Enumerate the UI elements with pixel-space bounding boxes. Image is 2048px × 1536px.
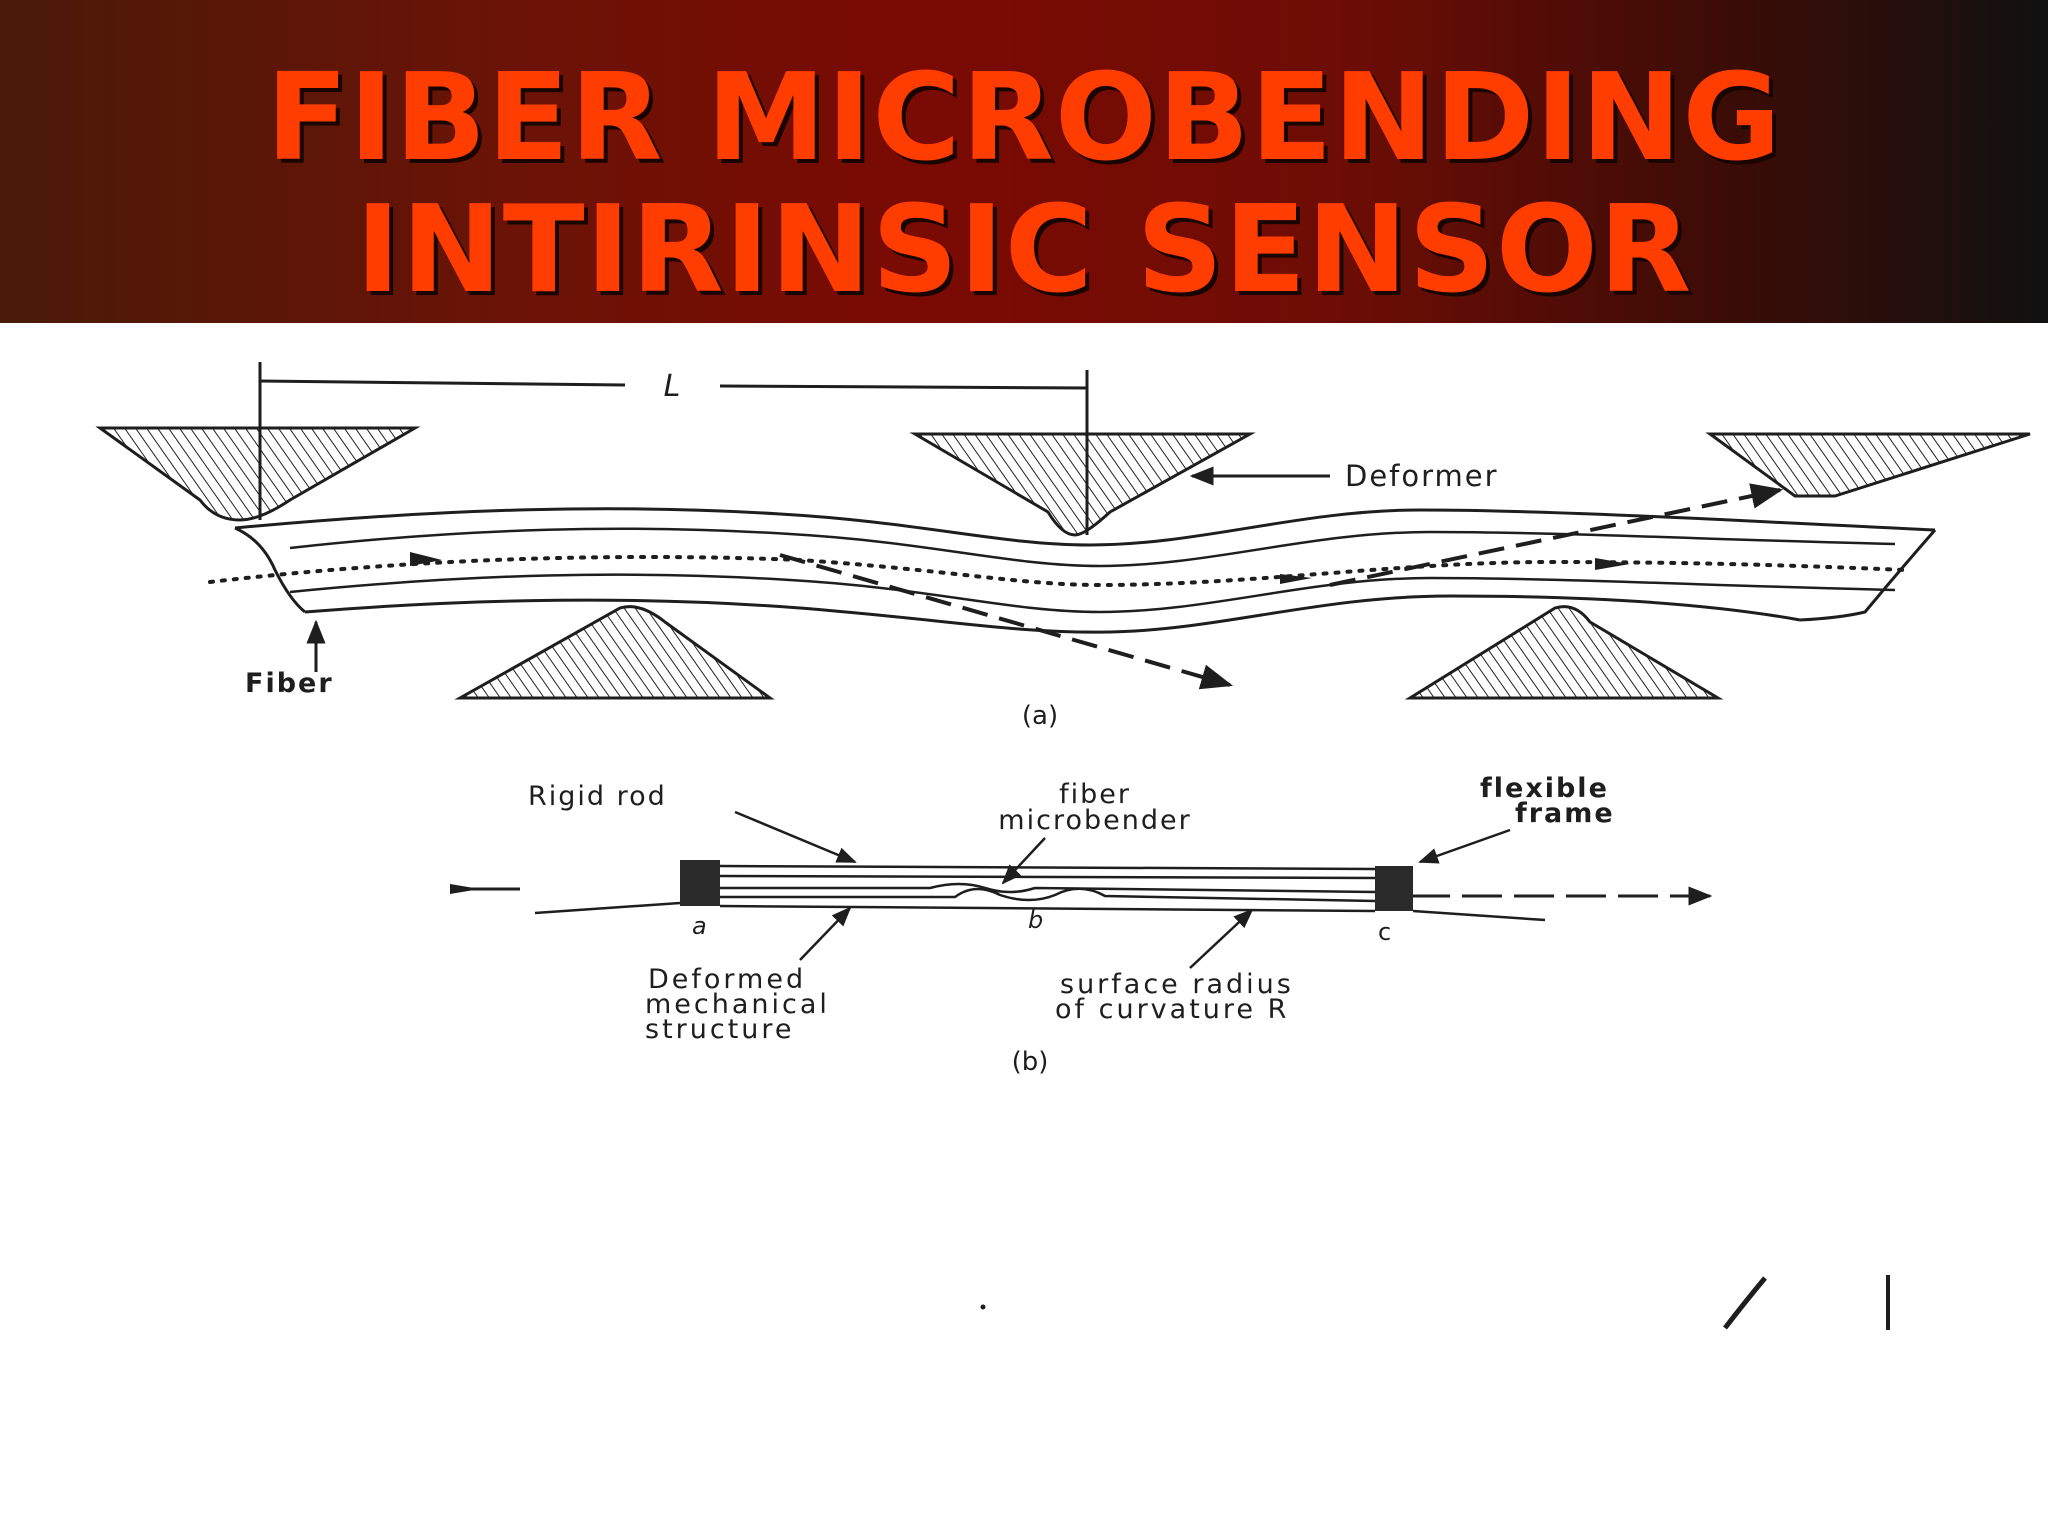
deformed-structure-label-line-3: structure <box>645 1014 795 1045</box>
microbending-diagram: L Deformer Fiber (a) a b c <box>95 362 2031 1330</box>
deformer-bottom-left <box>454 605 775 700</box>
length-label: L <box>664 369 681 404</box>
lost-ray-dashed <box>779 553 1234 690</box>
flexible-frame-left-block <box>680 860 720 906</box>
figure-b: a b c Rigid rod fiber microbender flexib… <box>450 773 1713 1077</box>
figure-a: L Deformer Fiber (a) <box>95 362 2031 731</box>
figure-b-caption: (b) <box>1012 1047 1049 1077</box>
surface-radius-label-line-2: of curvature R <box>1055 994 1289 1025</box>
surface-radius-label-line-1: surface radius <box>1060 969 1294 1000</box>
fiber-microbender-label-line-1: fiber <box>1059 779 1131 810</box>
slide-header: FIBER MICROBENDING INTIRINSIC SENSOR <box>0 0 2048 323</box>
rigid-rod-label: Rigid rod <box>528 781 667 812</box>
deformer-top-right <box>1705 432 2031 498</box>
point-c-label: c <box>1378 918 1391 946</box>
deformer-bottom-right <box>1404 605 1724 700</box>
slide-title-line-2: INTIRINSIC SENSOR <box>355 181 1693 320</box>
slide-title-line-1: FIBER MICROBENDING <box>266 49 1782 188</box>
flexible-frame-right-block <box>1375 866 1413 911</box>
deformed-structure-label-line-1: Deformed <box>648 964 806 995</box>
flexible-frame-label-line-2: frame <box>1515 798 1615 829</box>
figure-a-caption: (a) <box>1022 701 1058 731</box>
flexible-frame-label-line-1: flexible <box>1480 773 1609 804</box>
fiber-label: Fiber <box>245 668 334 699</box>
fiber-axis-dotted <box>208 554 1907 588</box>
deformer-label: Deformer <box>1345 459 1499 493</box>
point-a-label: a <box>692 912 707 940</box>
length-dimension <box>258 362 1089 535</box>
fiber <box>234 507 1937 634</box>
deformer-top-left <box>95 426 421 522</box>
scan-marks <box>980 1275 1890 1330</box>
point-b-label: b <box>1028 906 1043 934</box>
escaping-ray-dashed <box>1329 483 1784 587</box>
deformed-structure-label-line-2: mechanical <box>645 989 830 1020</box>
fiber-microbender-label-line-2: microbender <box>998 805 1191 836</box>
deformer-top-center <box>909 432 1256 537</box>
